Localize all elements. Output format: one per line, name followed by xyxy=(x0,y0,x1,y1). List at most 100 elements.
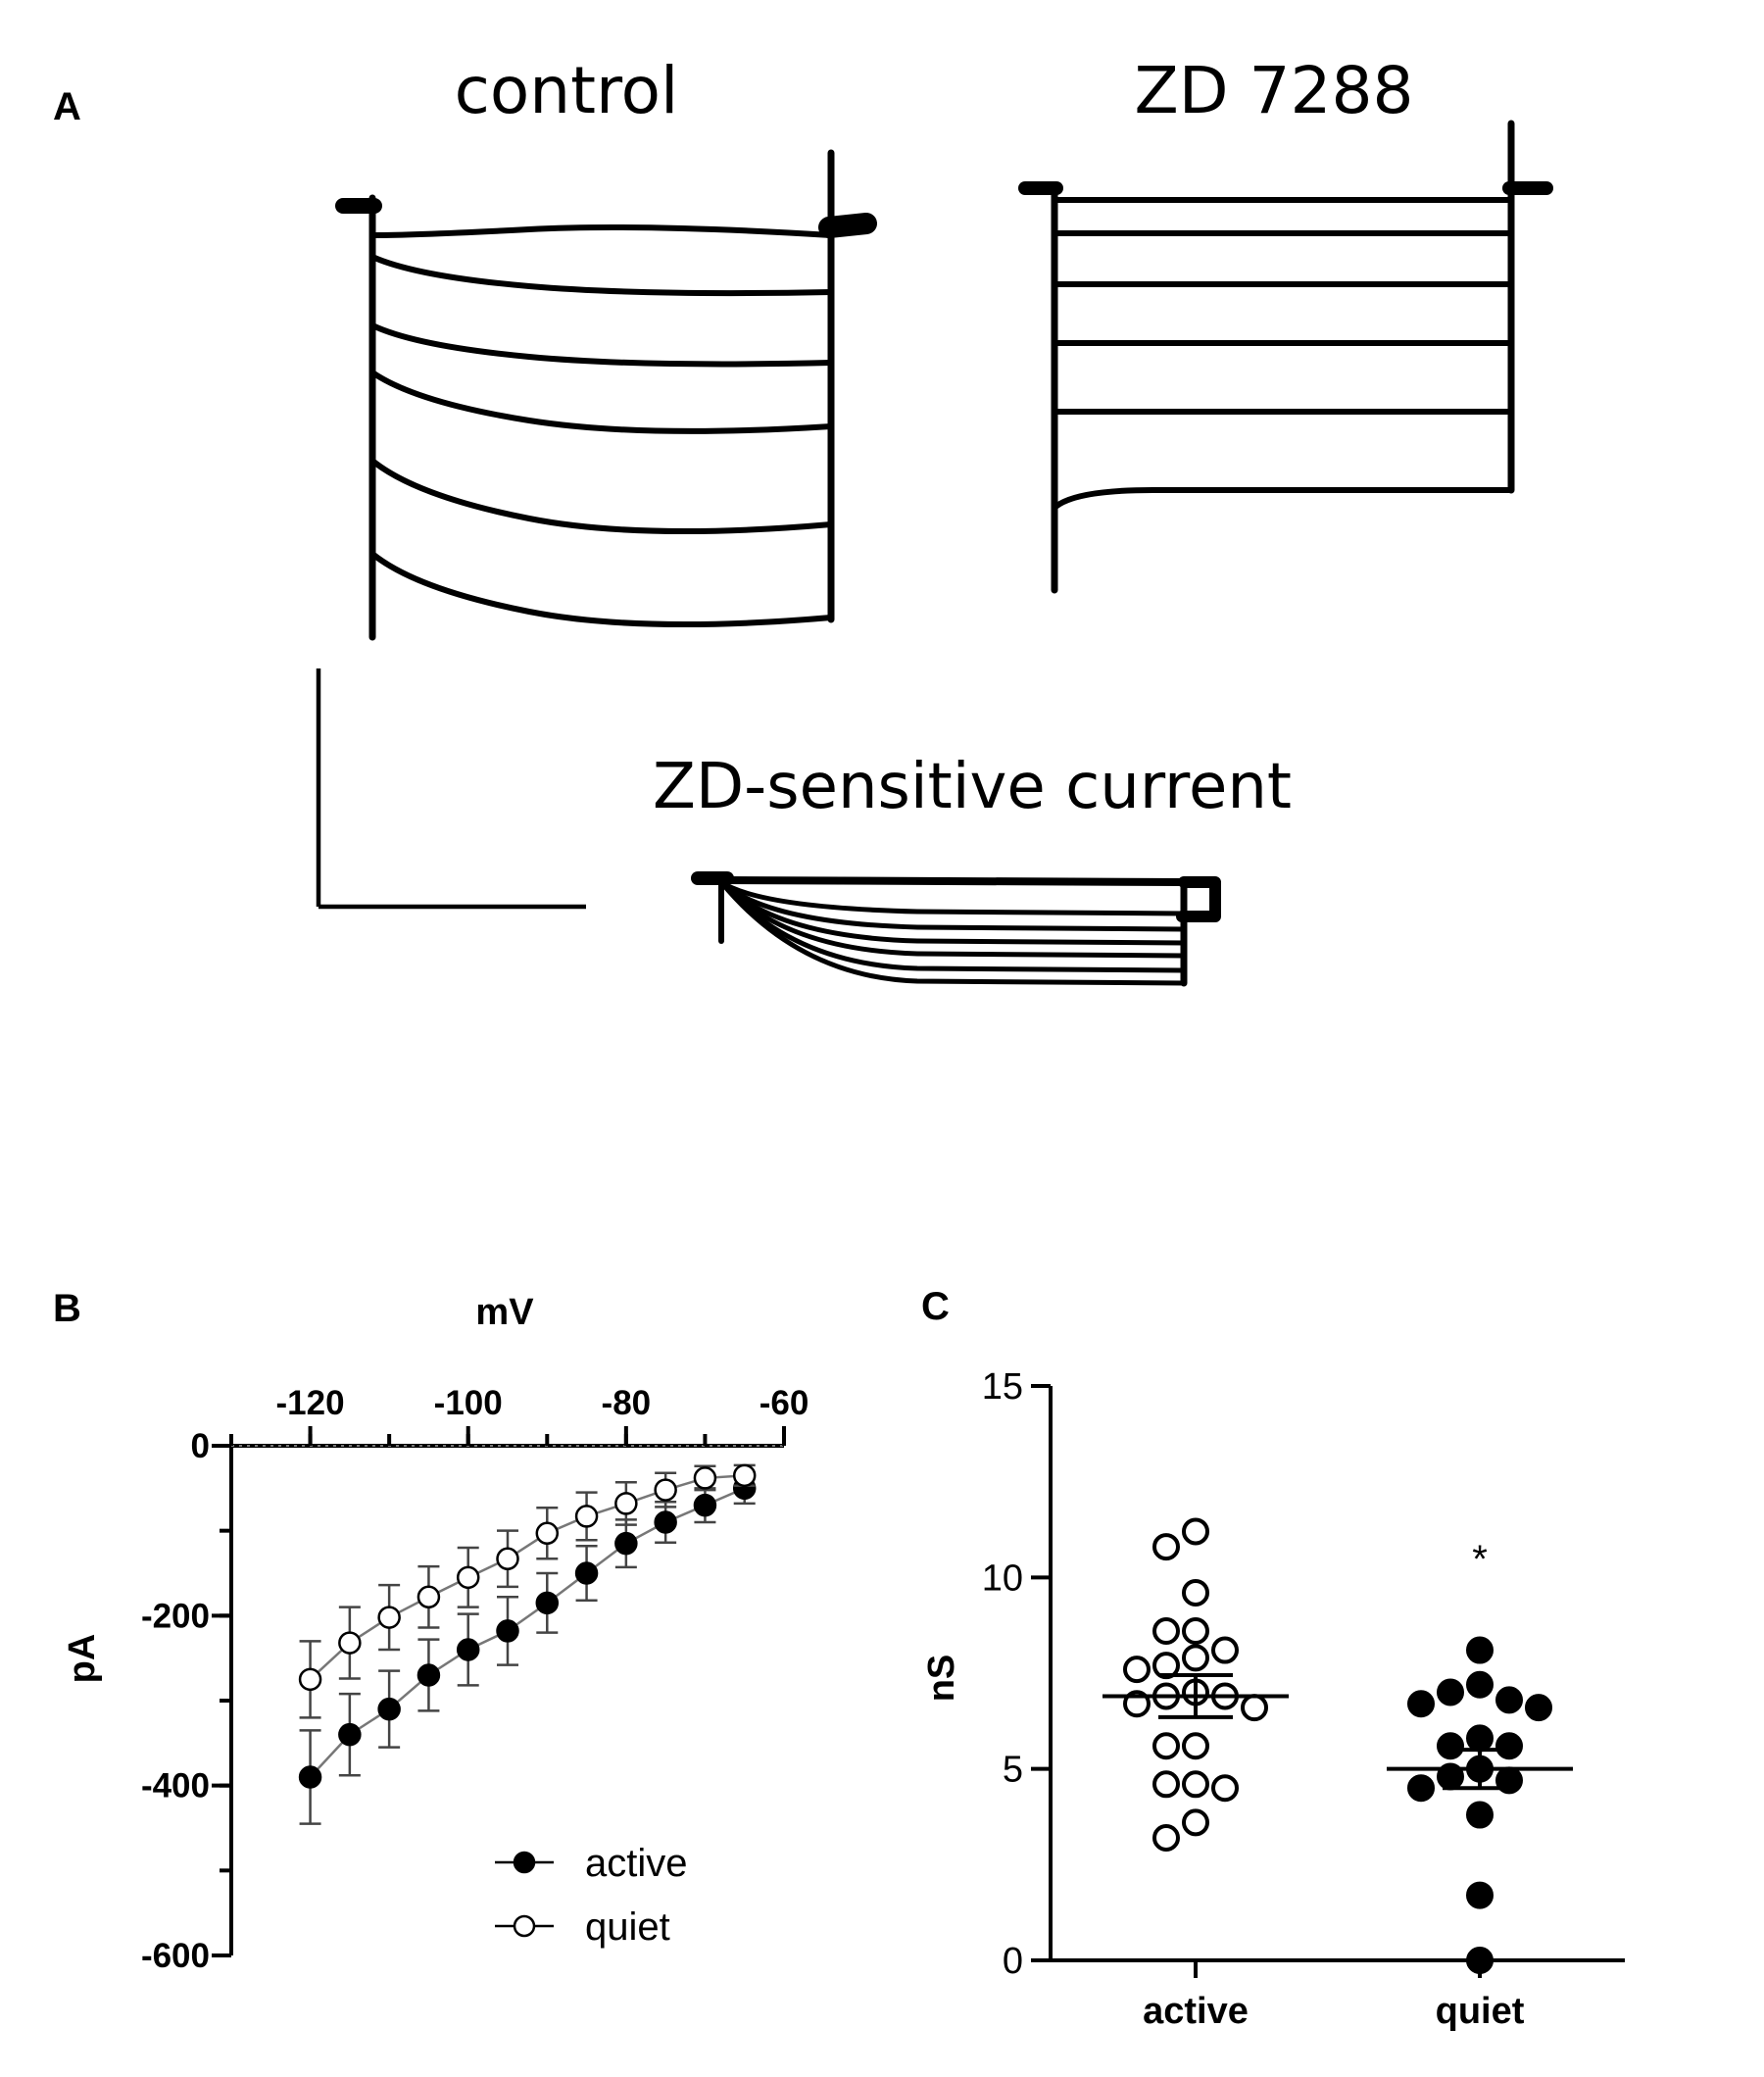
data-point-active xyxy=(535,1591,560,1615)
iv-axes: -120-100-80-600-200-400-600 xyxy=(141,1384,808,1975)
sub-holding-right xyxy=(1176,876,1221,922)
data-point-quiet xyxy=(1466,1724,1494,1753)
data-point-quiet xyxy=(1466,1947,1494,1974)
data-point-quiet xyxy=(1407,1690,1435,1718)
legend-label-active: active xyxy=(585,1842,688,1885)
data-point-active xyxy=(338,1722,362,1747)
control-holding-right xyxy=(818,213,877,238)
data-point-active xyxy=(1182,1808,1209,1837)
data-point-quiet xyxy=(1495,1732,1523,1760)
data-point-quiet xyxy=(732,1463,757,1488)
zd-sensitive-traces xyxy=(691,871,1221,987)
data-point-quiet xyxy=(496,1547,519,1571)
data-point-quiet xyxy=(456,1565,480,1590)
data-point-quiet xyxy=(1466,1801,1494,1829)
data-point-active xyxy=(1182,1517,1209,1546)
data-point-active xyxy=(1152,1533,1180,1561)
data-point-quiet xyxy=(1407,1774,1435,1803)
data-point-active xyxy=(456,1638,480,1661)
sub-sweep xyxy=(718,879,1187,986)
data-point-quiet xyxy=(1437,1678,1464,1706)
group-active xyxy=(1102,1517,1289,1852)
data-point-quiet xyxy=(416,1585,441,1609)
legend-marker-active xyxy=(513,1851,536,1874)
data-point-quiet xyxy=(1495,1686,1523,1714)
data-point-quiet xyxy=(338,1631,362,1655)
legend: active quiet xyxy=(495,1842,688,1949)
data-point-active xyxy=(574,1561,599,1585)
data-point-quiet xyxy=(693,1466,717,1490)
legend-marker-quiet xyxy=(513,1914,536,1938)
data-point-active xyxy=(416,1663,441,1687)
data-point-active xyxy=(1182,1770,1209,1799)
data-point-active xyxy=(1152,1617,1180,1646)
sub-sweep xyxy=(718,879,1187,916)
group-quiet xyxy=(1387,1636,1573,1974)
x-tick-label: -120 xyxy=(276,1384,345,1422)
data-point-active xyxy=(1211,1636,1239,1664)
control-sweep xyxy=(369,254,834,297)
control-sweep xyxy=(369,224,834,238)
sub-baseline xyxy=(717,876,1188,886)
zd-sensitive-title: ZD-sensitive current xyxy=(653,751,1292,823)
series-line-active xyxy=(309,1487,746,1778)
data-point-active xyxy=(1182,1578,1209,1607)
y-tick-label: -200 xyxy=(141,1597,210,1635)
data-point-active xyxy=(1241,1694,1268,1722)
data-point-active xyxy=(1211,1774,1239,1803)
c-y-tick-label: 0 xyxy=(1003,1941,1023,1982)
data-point-active xyxy=(1152,1770,1180,1799)
data-point-active xyxy=(1152,1652,1180,1680)
zd7288-traces xyxy=(1018,120,1553,594)
data-point-quiet xyxy=(1466,1636,1494,1664)
panel-b-letter: B xyxy=(53,1287,81,1330)
data-point-active xyxy=(1182,1644,1209,1672)
data-point-active xyxy=(298,1765,322,1789)
data-point-quiet xyxy=(298,1667,322,1692)
c-x-tick-label: active xyxy=(1143,1991,1249,2032)
series-active xyxy=(298,1471,757,1825)
control-sweep xyxy=(369,458,834,535)
control-sweep xyxy=(369,551,834,628)
x-axis-title: mV xyxy=(475,1292,534,1333)
control-traces xyxy=(335,149,877,641)
zd-sweep xyxy=(1052,487,1514,511)
zd7288-title: ZD 7288 xyxy=(1135,53,1414,128)
c-y-axis-title: nS xyxy=(921,1655,962,1703)
data-point-active xyxy=(614,1531,638,1556)
x-tick-label: -100 xyxy=(434,1384,503,1422)
c-y-tick-label: 15 xyxy=(982,1366,1023,1408)
data-point-active xyxy=(1182,1732,1209,1760)
scale-bar xyxy=(316,668,586,910)
data-point-quiet xyxy=(574,1505,599,1528)
data-point-quiet xyxy=(377,1606,401,1629)
c-x-tick-label: quiet xyxy=(1436,1991,1525,2032)
data-point-quiet xyxy=(654,1478,677,1502)
iv-series xyxy=(298,1463,757,1825)
data-point-active xyxy=(496,1619,519,1643)
c-points xyxy=(1102,1517,1573,1974)
c-y-tick-label: 5 xyxy=(1003,1750,1023,1791)
data-point-active xyxy=(654,1510,677,1534)
data-point-active xyxy=(693,1493,717,1517)
data-point-quiet xyxy=(1466,1881,1494,1909)
x-tick-label: -80 xyxy=(602,1384,652,1422)
control-sweep xyxy=(369,322,834,368)
data-point-quiet xyxy=(535,1521,560,1546)
y-axis-title: pA xyxy=(62,1634,103,1684)
control-sweep xyxy=(369,370,834,434)
data-point-quiet xyxy=(1437,1732,1464,1760)
control-title: control xyxy=(455,53,679,128)
data-point-active xyxy=(1123,1656,1151,1684)
data-point-active xyxy=(1182,1617,1209,1646)
data-point-active xyxy=(1152,1732,1180,1760)
series-quiet xyxy=(298,1463,757,1719)
y-tick-label: -400 xyxy=(141,1767,210,1805)
y-tick-label: 0 xyxy=(191,1427,210,1465)
significance-star: * xyxy=(1472,1538,1488,1581)
data-point-quiet xyxy=(1525,1694,1552,1722)
data-point-quiet xyxy=(1466,1670,1494,1699)
